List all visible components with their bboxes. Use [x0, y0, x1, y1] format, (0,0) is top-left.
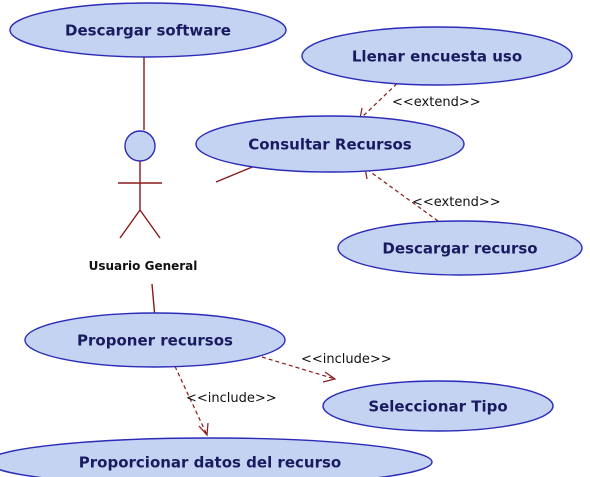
include-label-proponer-proporcionar: <<include>>: [186, 391, 277, 406]
actor-figure: [118, 130, 162, 239]
actor-name: Usuario General: [89, 259, 198, 273]
include-arrowhead-proponer-proporcionar: [198, 422, 209, 437]
actor-left-leg: [119, 209, 141, 239]
use-case-label: Proponer recursos: [77, 332, 233, 350]
use-case-label: Proporcionar datos del recurso: [79, 454, 341, 472]
extend-label-descargar-consultar: <<extend>>: [412, 195, 501, 210]
use-case-label: Descargar recurso: [382, 240, 537, 258]
actor-head: [124, 130, 156, 162]
use-case-llenar-encuesta-uso[interactable]: Llenar encuesta uso: [301, 26, 573, 86]
use-case-proporcionar-datos-del-recurso[interactable]: Proporcionar datos del recurso: [0, 437, 433, 477]
use-case-descargar-software[interactable]: Descargar software: [9, 2, 287, 58]
use-case-label: Seleccionar Tipo: [368, 398, 507, 416]
include-arrowhead-proponer-seleccionar: [322, 371, 337, 383]
extend-line-descargar-consultar: [364, 167, 439, 222]
use-case-consultar-recursos[interactable]: Consultar Recursos: [195, 115, 465, 173]
actor-right-leg: [139, 209, 161, 239]
extend-label-llenar-consultar: <<extend>>: [392, 95, 481, 110]
use-case-label: Llenar encuesta uso: [352, 48, 522, 66]
use-case-proponer-recursos[interactable]: Proponer recursos: [24, 312, 286, 368]
use-case-label: Consultar Recursos: [248, 136, 412, 154]
use-case-label: Descargar software: [65, 22, 231, 40]
include-label-proponer-seleccionar: <<include>>: [301, 352, 392, 367]
use-case-descargar-recurso[interactable]: Descargar recurso: [337, 220, 583, 276]
use-case-seleccionar-tipo[interactable]: Seleccionar Tipo: [322, 380, 554, 432]
include-line-proponer-seleccionar: [261, 356, 336, 380]
